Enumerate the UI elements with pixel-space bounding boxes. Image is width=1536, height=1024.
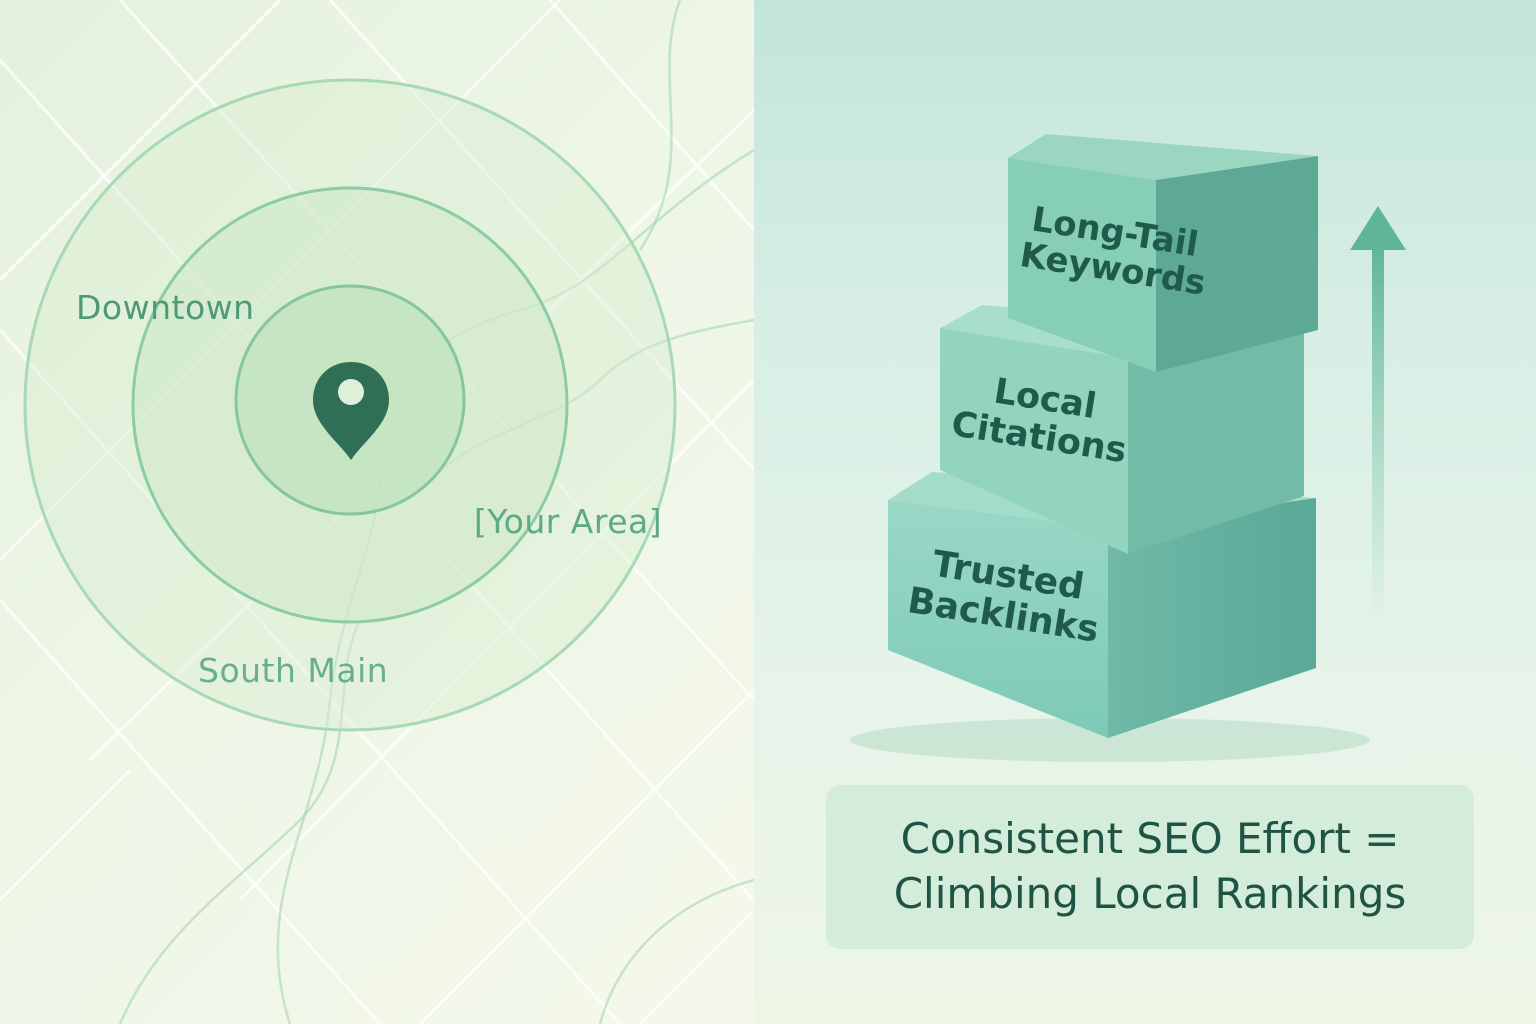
label-downtown: Downtown [76, 288, 255, 327]
caption-line-1: Consistent SEO Effort = [900, 814, 1400, 864]
caption-box: Consistent SEO Effort = Climbing Local R… [826, 785, 1474, 949]
arrow-up-icon [1350, 206, 1406, 626]
label-south-main: South Main [198, 651, 389, 690]
caption-line-2: Climbing Local Rankings [893, 869, 1407, 918]
local-map-panel: Downtown [Your Area] South Main [0, 0, 754, 1024]
block-trusted-backlinks [888, 472, 1316, 738]
block-long-tail-keywords [1008, 134, 1318, 372]
label-your-area: [Your Area] [474, 502, 663, 541]
map-pin-icon [313, 362, 389, 460]
stack-shadow [850, 718, 1370, 762]
